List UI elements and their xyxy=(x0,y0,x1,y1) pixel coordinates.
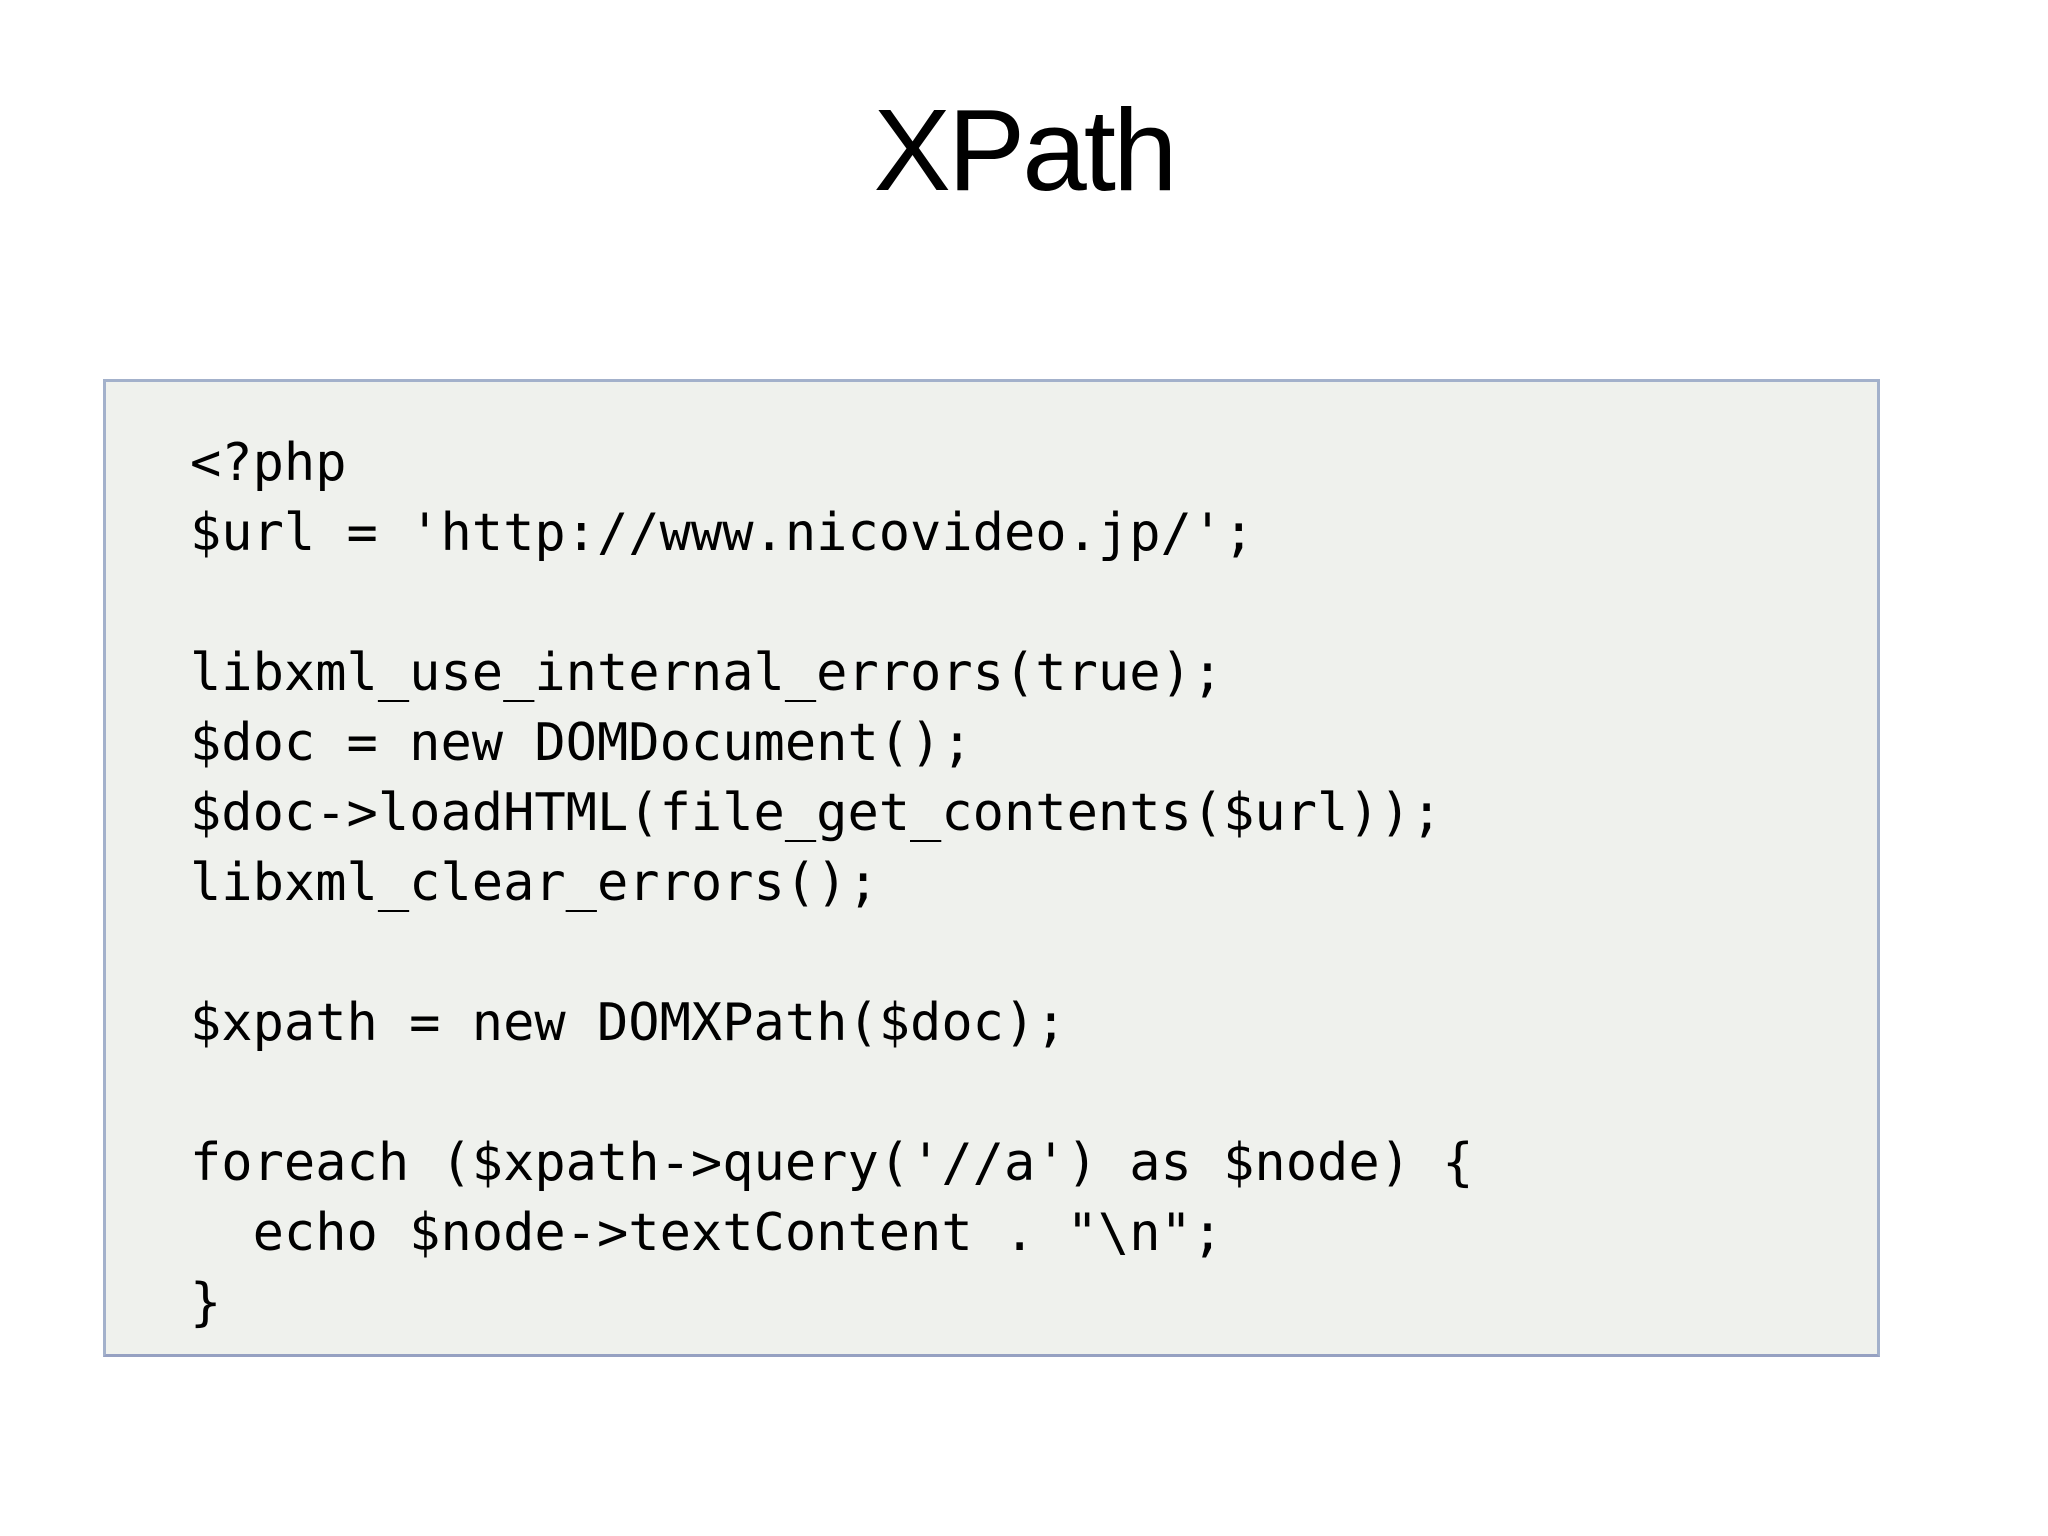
slide-title: XPath xyxy=(873,85,1178,215)
code-block: <?php $url = 'http://www.nicovideo.jp/';… xyxy=(103,379,1880,1357)
code-line xyxy=(190,1058,1847,1128)
code-line: libxml_clear_errors(); xyxy=(190,853,879,913)
code-line: libxml_use_internal_errors(true); xyxy=(190,643,1224,703)
code-line: foreach ($xpath->query('//a') as $node) … xyxy=(190,1133,1474,1193)
code-line: $doc->loadHTML(file_get_contents($url)); xyxy=(190,783,1443,843)
code-content: <?php $url = 'http://www.nicovideo.jp/';… xyxy=(106,382,1877,1338)
code-line xyxy=(190,568,1847,638)
code-line: <?php xyxy=(190,433,347,493)
code-line: $url = 'http://www.nicovideo.jp/'; xyxy=(190,503,1255,563)
code-line: echo $node->textContent . "\n"; xyxy=(190,1203,1224,1263)
code-line: $doc = new DOMDocument(); xyxy=(190,713,973,773)
code-line xyxy=(190,918,1847,988)
code-line: $xpath = new DOMXPath($doc); xyxy=(190,993,1067,1053)
code-line: } xyxy=(190,1273,222,1333)
